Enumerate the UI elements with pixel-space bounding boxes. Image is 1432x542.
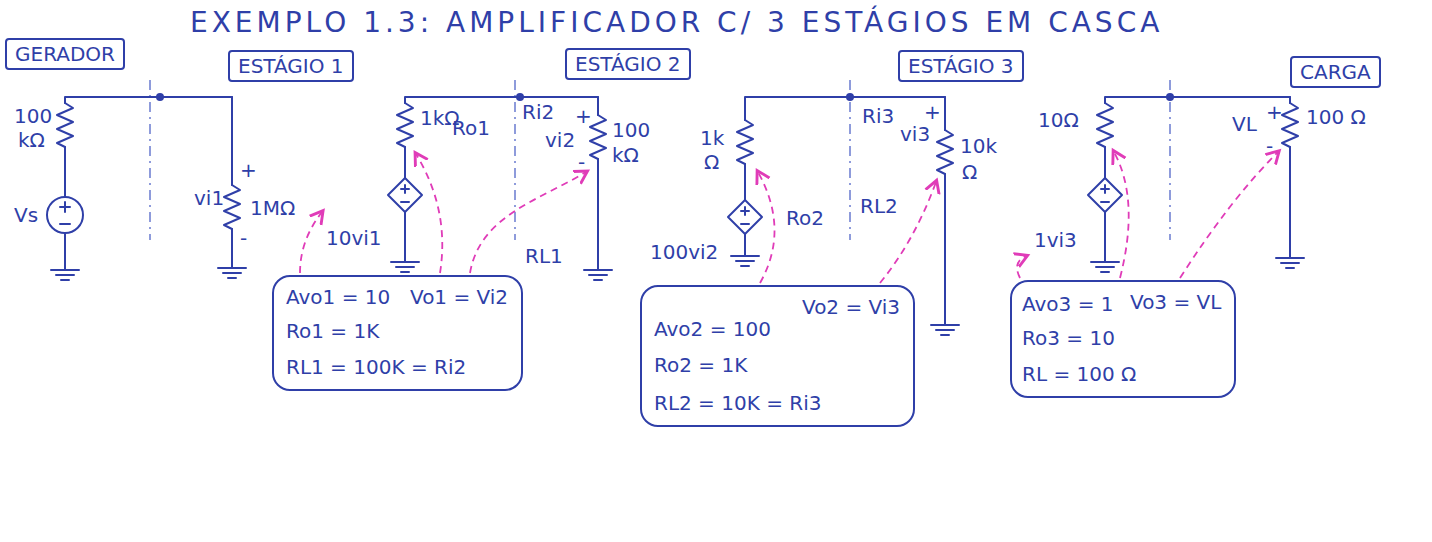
- circuit-label: kΩ: [18, 128, 45, 152]
- section-name: ESTÁGIO 1: [238, 54, 344, 78]
- circuit-label: +: [924, 100, 941, 124]
- wire: [47, 97, 1304, 335]
- parameter-text: Vo3 = VL: [1130, 290, 1221, 314]
- circuit-label: 100: [14, 104, 52, 128]
- parameter-text: Vo1 = Vi2: [410, 285, 508, 309]
- stage-separator: [150, 80, 1170, 240]
- circuit-label: RL2: [860, 194, 898, 218]
- circuit-label: 100: [612, 118, 650, 142]
- circuit-label: 100vi2: [650, 240, 718, 264]
- circuit-label: 1k: [700, 126, 724, 150]
- circuit-label: Ro1: [452, 116, 490, 140]
- circuit-label: +: [240, 158, 257, 182]
- section-label-box: GERADOR: [5, 38, 125, 70]
- section-name: GERADOR: [15, 42, 115, 66]
- section-label-box: ESTÁGIO 1: [228, 50, 354, 82]
- circuit-label: RL1: [525, 244, 563, 268]
- circuit-label: 1vi3: [1034, 228, 1077, 252]
- section-label-box: CARGA: [1290, 56, 1381, 88]
- section-name: ESTÁGIO 3: [908, 54, 1014, 78]
- pointer-arrow: [300, 152, 1278, 283]
- parameter-text: RL = 100 Ω: [1022, 362, 1136, 386]
- circuit-label: 100 Ω: [1306, 105, 1366, 129]
- parameter-text: Vo2 = Vi3: [802, 295, 900, 319]
- circuit-label: vi1: [194, 186, 224, 210]
- circuit-label: vi3: [900, 122, 930, 146]
- parameter-box: Avo1 = 10 Vo1 = Vi2Ro1 = 1K RL1 = 100K = R…: [272, 275, 523, 391]
- parameter-text: Ro2 = 1K: [654, 353, 747, 377]
- circuit-label: Ω: [962, 160, 977, 184]
- parameter-text: Avo1 = 10: [286, 285, 390, 309]
- section-name: CARGA: [1300, 60, 1371, 84]
- parameter-box: Avo3 = 1 Vo3 = VL Ro3 = 10 RL = 100 Ω: [1010, 280, 1236, 398]
- parameter-box: Avo2 = 100 Vo2 = Vi3Ro2 = 1K RL2 = 10K = R…: [640, 285, 915, 427]
- parameter-text: RL2 = 10K = Ri3: [654, 391, 821, 415]
- junction-dot: [156, 93, 1174, 101]
- section-label-box: ESTÁGIO 2: [565, 48, 691, 80]
- circuit-label: -: [578, 150, 585, 174]
- circuit-label: +: [575, 104, 592, 128]
- circuit-label: VL: [1232, 112, 1257, 136]
- circuit-label: Ri2: [522, 100, 554, 124]
- parameter-text: Ro1 = 1K: [286, 319, 379, 343]
- section-label-box: ESTÁGIO 3: [898, 50, 1024, 82]
- circuit-label: Ri3: [862, 104, 894, 128]
- circuit-label: 1MΩ: [250, 196, 295, 220]
- circuit-label: +: [1266, 100, 1283, 124]
- circuit-label: Ro2: [786, 206, 824, 230]
- section-name: ESTÁGIO 2: [575, 52, 681, 76]
- circuit-label: -: [1266, 134, 1273, 158]
- diagram-title: EXEMPLO 1.3: AMPLIFICADOR C/ 3 ESTÁGIOS …: [190, 6, 1163, 40]
- circuit-label: 10k: [960, 134, 997, 158]
- parameter-text: Ro3 = 10: [1022, 326, 1115, 350]
- circuit-label: kΩ: [612, 143, 639, 167]
- circuit-label: 10vi1: [326, 226, 382, 250]
- circuit-label: Ω: [704, 150, 719, 174]
- parameter-text: RL1 = 100K = Ri2: [286, 355, 466, 379]
- circuit-label: -: [240, 226, 247, 250]
- parameter-text: Avo3 = 1: [1022, 292, 1114, 316]
- parameter-text: Avo2 = 100: [654, 317, 771, 341]
- circuit-label: Vs: [14, 203, 38, 227]
- circuit-label: 10Ω: [1038, 108, 1079, 132]
- circuit-label: vi2: [545, 128, 575, 152]
